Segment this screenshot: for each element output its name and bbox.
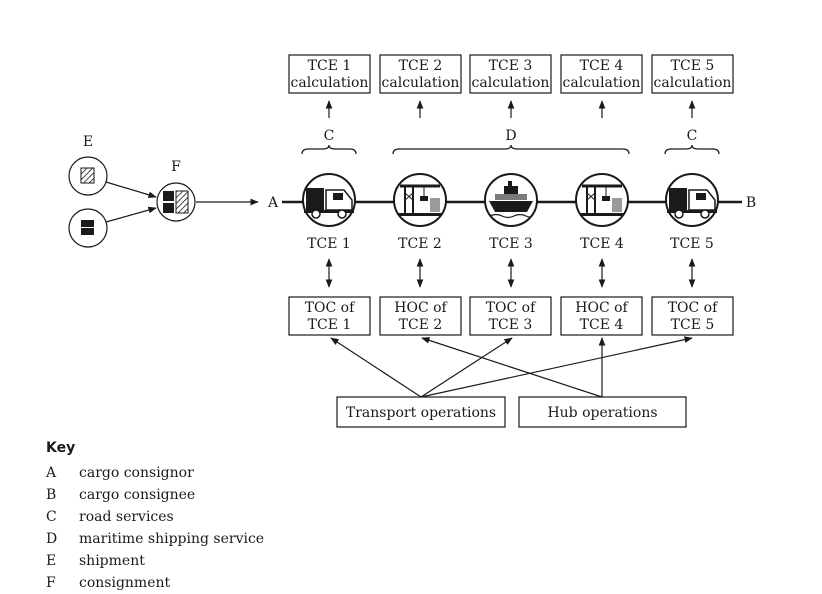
arrow-shipment-2-to-consignment [105, 206, 157, 223]
hoc-tce-2-box: HOC of TCE 2 [379, 296, 462, 336]
brace-c-right [664, 144, 720, 155]
transport-operations-box: Transport operations [336, 396, 506, 428]
hub-operations-arrows [421, 337, 606, 398]
svg-text:TOC of: TOC of [305, 300, 356, 316]
svg-text:calculation: calculation [382, 75, 460, 91]
key-text: maritime shipping service [79, 531, 265, 547]
calculation-arrows [325, 100, 696, 118]
svg-text:TCE 1: TCE 1 [308, 58, 352, 74]
brace-label-c-right: C [687, 128, 698, 144]
key-letter: F [46, 575, 56, 591]
key-letter: A [46, 465, 57, 481]
label-a: A [267, 195, 279, 211]
svg-text:TOC of: TOC of [486, 300, 537, 316]
svg-text:TCE 1: TCE 1 [308, 317, 352, 333]
truck-icon-tce-1 [302, 173, 356, 227]
brace-d [392, 144, 630, 155]
key-text: consignment [79, 575, 171, 591]
transport-operations-arrows [330, 336, 693, 398]
brace-c-left [301, 144, 357, 155]
svg-text:TCE 5: TCE 5 [671, 58, 715, 74]
key-item: E shipment [46, 550, 264, 572]
hub-operations-box: Hub operations [518, 396, 687, 428]
svg-text:TCE 2: TCE 2 [399, 58, 443, 74]
svg-text:TCE 4: TCE 4 [580, 58, 624, 74]
key-letter: C [46, 509, 57, 525]
arrow-shipment-1-to-consignment [105, 181, 157, 199]
shipment-hatched-icon [68, 156, 108, 196]
tce-4-calculation-box: TCE 4 calculation [560, 54, 643, 94]
svg-text:calculation: calculation [472, 75, 550, 91]
key-legend: Key A cargo consignor B cargo consignee … [46, 440, 264, 594]
key-letter: B [46, 487, 57, 503]
tce-label-3: TCE 3 [489, 236, 533, 252]
svg-text:calculation: calculation [291, 75, 369, 91]
svg-text:TCE 4: TCE 4 [580, 317, 624, 333]
tce-3-calculation-box: TCE 3 calculation [469, 54, 552, 94]
key-letter: D [46, 531, 58, 547]
ship-icon-tce-3 [484, 173, 538, 227]
svg-text:TCE 3: TCE 3 [489, 58, 533, 74]
key-item: B cargo consignee [46, 484, 264, 506]
toc-tce-3-box: TOC of TCE 3 [469, 296, 552, 336]
svg-text:TCE 2: TCE 2 [399, 317, 443, 333]
svg-text:calculation: calculation [654, 75, 732, 91]
svg-text:Transport operations: Transport operations [346, 405, 496, 421]
hoc-tce-4-box: HOC of TCE 4 [560, 296, 643, 336]
shipment-solid-icon [68, 208, 108, 248]
tce-5-calculation-box: TCE 5 calculation [651, 54, 734, 94]
brace-label-d: D [505, 128, 516, 144]
key-title: Key [46, 440, 76, 456]
label-b: B [746, 195, 756, 211]
tce-label-4: TCE 4 [580, 236, 624, 252]
consignment-icon [156, 182, 196, 222]
tce-1-calculation-box: TCE 1 calculation [288, 54, 371, 94]
label-f: F [171, 159, 181, 175]
key-text: cargo consignor [79, 465, 194, 481]
svg-text:Hub operations: Hub operations [547, 405, 657, 421]
tce-label-5: TCE 5 [670, 236, 714, 252]
port-crane-icon-tce-4 [575, 173, 629, 227]
key-letter: E [46, 553, 57, 569]
tce-label-1: TCE 1 [307, 236, 351, 252]
port-crane-icon-tce-2 [393, 173, 447, 227]
brace-label-c-left: C [324, 128, 335, 144]
label-e: E [83, 134, 93, 150]
svg-text:calculation: calculation [563, 75, 641, 91]
tce-operator-double-arrows [325, 258, 696, 288]
toc-tce-1-box: TOC of TCE 1 [288, 296, 371, 336]
key-item: F consignment [46, 572, 264, 594]
key-text: road services [79, 509, 174, 525]
key-item: C road services [46, 506, 264, 528]
svg-text:TCE 5: TCE 5 [671, 317, 715, 333]
tce-label-2: TCE 2 [398, 236, 442, 252]
svg-text:TCE 3: TCE 3 [489, 317, 533, 333]
svg-text:HOC of: HOC of [575, 300, 629, 316]
toc-tce-5-box: TOC of TCE 5 [651, 296, 734, 336]
key-item: D maritime shipping service [46, 528, 264, 550]
tce-2-calculation-box: TCE 2 calculation [379, 54, 462, 94]
svg-text:HOC of: HOC of [394, 300, 448, 316]
key-text: cargo consignee [79, 487, 196, 503]
key-text: shipment [79, 553, 145, 569]
key-item: A cargo consignor [46, 462, 264, 484]
svg-text:TOC of: TOC of [668, 300, 719, 316]
truck-icon-tce-5 [665, 173, 719, 227]
